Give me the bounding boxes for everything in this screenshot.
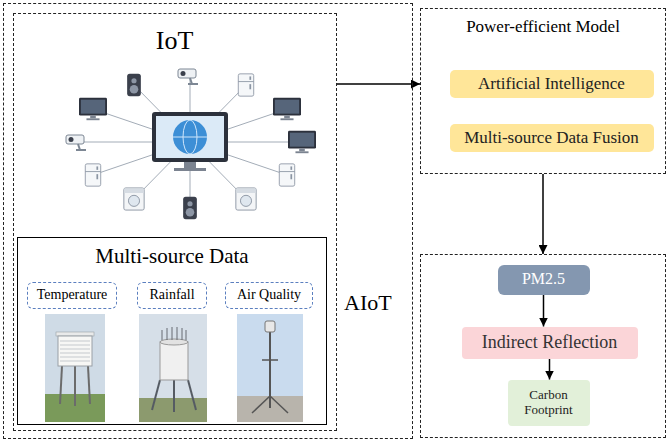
network-links <box>78 76 302 208</box>
device-icon <box>236 188 256 210</box>
globe-equator <box>173 137 207 138</box>
aiot-region: AIoT IoT Multi-source DataTemperature Rainf… <box>3 3 413 439</box>
temperature-photo <box>45 314 105 422</box>
hub-computer <box>152 112 228 171</box>
flow-arrow <box>543 295 545 327</box>
region-label: AIoT <box>344 290 392 315</box>
tripod-leg <box>252 396 270 413</box>
gauge-leg <box>188 380 196 410</box>
device-icon <box>178 69 198 85</box>
model-panel: Power-efficient ModelArtificial Intellig… <box>420 8 666 174</box>
process-box: Indirect Reflection <box>462 327 638 359</box>
process-label: Carbon Footprint <box>514 388 584 418</box>
device-icon <box>66 135 86 151</box>
gauge-leg <box>152 380 160 410</box>
process-label: PM2.5 <box>522 270 565 288</box>
method-name: Artificial Intelligence <box>478 74 625 94</box>
hub-stand <box>184 162 196 168</box>
photo-sky <box>237 314 303 422</box>
output-panel: PM2.5Indirect ReflectionCarbon Footprint <box>420 254 666 438</box>
hub-screen <box>156 116 224 158</box>
screen-roof <box>56 332 94 336</box>
gauge-spikes <box>162 327 186 340</box>
panel-heading: Power-efficient Model <box>421 17 665 37</box>
device-icon <box>124 188 144 210</box>
method-name: Multi-source Data Fusion <box>464 128 639 148</box>
mast-arm <box>262 359 278 361</box>
gauge-cylinder <box>160 342 188 380</box>
hub-globe <box>173 120 207 154</box>
source-name: Rainfall <box>149 287 194 303</box>
iot-devices <box>66 69 316 219</box>
screen-louvres <box>60 341 90 361</box>
source-name: Temperature <box>37 287 108 303</box>
photo-sky <box>139 314 207 422</box>
panel-heading: Multi-source Data <box>18 244 326 268</box>
flow-arrow <box>337 83 421 85</box>
device-icon <box>79 98 107 120</box>
screen-leg <box>88 366 90 404</box>
screen-leg <box>74 366 76 406</box>
source-name: Air Quality <box>237 287 301 303</box>
panel-heading: IoT <box>14 26 336 56</box>
tripod-leg <box>270 396 288 413</box>
device-icon <box>288 131 316 153</box>
data-panel: Multi-source DataTemperature Rainfall Air … <box>17 237 327 425</box>
device-icon <box>238 74 253 96</box>
device-icon <box>279 164 294 186</box>
device-icon <box>85 164 100 186</box>
device-icon <box>127 74 141 96</box>
source-tag: Rainfall <box>137 282 207 309</box>
rainfall-photo <box>139 314 207 422</box>
process-label: Indirect Reflection <box>482 332 617 353</box>
source-tag: Air Quality <box>225 282 313 309</box>
method-box: Artificial Intelligence <box>450 70 654 98</box>
antenna <box>265 321 275 332</box>
flow-arrow <box>542 174 544 254</box>
flow-arrow <box>549 359 551 380</box>
photo-sky <box>45 314 105 422</box>
method-box: Multi-source Data Fusion <box>450 124 654 152</box>
hub-base <box>174 168 206 171</box>
iot-panel: IoT Multi-source DataTemperature Rainfall A… <box>13 13 337 431</box>
device-icon <box>183 197 197 219</box>
gauge-rim <box>160 339 188 345</box>
process-box: PM2.5 <box>498 265 590 295</box>
screen-leg <box>60 366 62 404</box>
process-box: Carbon Footprint <box>508 380 590 426</box>
device-icon <box>273 98 301 120</box>
source-tag: Temperature <box>27 282 117 309</box>
screen-box <box>58 336 92 366</box>
gauge-leg <box>173 380 175 412</box>
air-quality-photo <box>237 314 303 422</box>
hub-monitor <box>152 112 228 162</box>
